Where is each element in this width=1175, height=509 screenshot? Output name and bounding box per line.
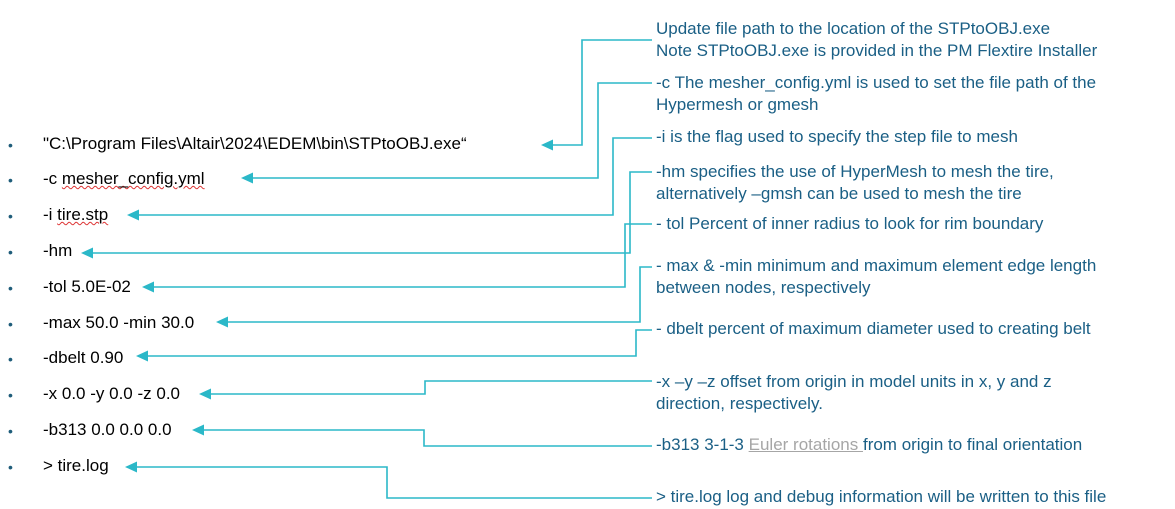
arrowhead <box>136 350 148 362</box>
note-tol: - tol Percent of inner radius to look fo… <box>656 214 1044 233</box>
bullet: • <box>8 280 13 296</box>
note-max-line-1: - max & -min minimum and maximum element… <box>656 256 1097 275</box>
connector-config <box>248 82 652 179</box>
note-log: > tire.log log and debug information wil… <box>656 487 1107 506</box>
bullet: • <box>8 137 13 153</box>
config-file-name: mesher_config.yml <box>61 169 205 188</box>
command-offset-flag: -x 0.0 -y 0.0 -z 0.0 <box>43 384 180 403</box>
note-config-line-1: -c The mesher_config.yml is used to set … <box>656 73 1097 92</box>
note-rotation-prefix: -b313 3-1-3 <box>656 435 749 454</box>
step-file-name: tire.stp <box>57 205 109 224</box>
command-input-flag: -i tire.stp <box>43 204 108 226</box>
arrowhead <box>142 281 154 293</box>
connector-max <box>222 266 652 323</box>
bullet: • <box>8 316 13 332</box>
arrowhead <box>216 316 228 328</box>
connector-offset <box>206 380 652 395</box>
flag-text: -c <box>43 169 62 188</box>
note-exe-line-1: Update file path to the location of the … <box>656 19 1051 38</box>
euler-rotations-link[interactable]: Euler rotations <box>748 435 863 454</box>
note-exe-line-2: Note STPtoOBJ.exe is provided in the PM … <box>656 41 1098 60</box>
arrowhead <box>192 424 204 436</box>
bullet: • <box>8 423 13 439</box>
command-exe-path: "C:\Program Files\Altair\2024\EDEM\bin\S… <box>43 134 467 153</box>
arrowhead <box>81 247 93 259</box>
connector-log <box>131 466 652 499</box>
arrowhead <box>127 209 139 221</box>
command-max-min-flag: -max 50.0 -min 30.0 <box>43 313 195 332</box>
command-tol-flag: -tol 5.0E-02 <box>43 277 131 296</box>
note-offset-line-1: -x –y –z offset from origin in model uni… <box>656 372 1052 391</box>
bullet: • <box>8 387 13 403</box>
bullet: • <box>8 208 13 224</box>
note-hm-line-2: alternatively –gmsh can be used to mesh … <box>656 184 1022 203</box>
connector-tol <box>148 223 652 288</box>
note-dbelt: - dbelt percent of maximum diameter used… <box>656 319 1091 338</box>
connector-input <box>133 137 652 216</box>
bullet: • <box>8 459 13 475</box>
connector-rotation <box>198 429 652 447</box>
arrowhead <box>125 461 137 473</box>
arrowhead <box>199 388 211 400</box>
command-rotation-flag: -b313 0.0 0.0 0.0 <box>43 420 172 439</box>
connector-exe <box>552 39 652 146</box>
connector-dbelt <box>142 329 652 357</box>
connector-hm <box>88 171 652 254</box>
note-hm-line-1: -hm specifies the use of HyperMesh to me… <box>656 162 1054 181</box>
note-max-line-2: between nodes, respectively <box>656 278 871 297</box>
bullet: • <box>8 172 13 188</box>
command-dbelt-flag: -dbelt 0.90 <box>43 348 124 367</box>
arrowhead <box>241 172 253 184</box>
command-config-flag: -c mesher_config.yml <box>43 168 205 190</box>
note-input: -i is the flag used to specify the step … <box>656 127 1018 146</box>
command-hm-flag: -hm <box>43 241 73 260</box>
flag-text: -i <box>43 205 58 224</box>
command-log-redirect: > tire.log <box>43 456 109 475</box>
note-rotation: -b313 3-1-3 Euler rotations from origin … <box>656 434 1082 456</box>
note-config-line-2: Hypermesh or gmesh <box>656 95 819 114</box>
arrowhead <box>541 139 553 151</box>
note-rotation-suffix: from origin to final orientation <box>862 435 1083 454</box>
note-offset-line-2: direction, respectively. <box>656 394 823 413</box>
bullet: • <box>8 244 13 260</box>
bullet: • <box>8 351 13 367</box>
